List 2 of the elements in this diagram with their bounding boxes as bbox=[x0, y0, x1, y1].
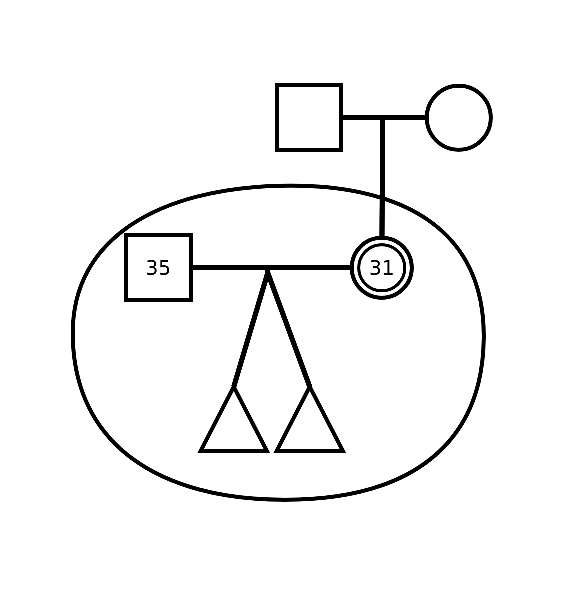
age-label: 35 bbox=[146, 258, 172, 278]
age-label: 31 bbox=[369, 258, 395, 278]
